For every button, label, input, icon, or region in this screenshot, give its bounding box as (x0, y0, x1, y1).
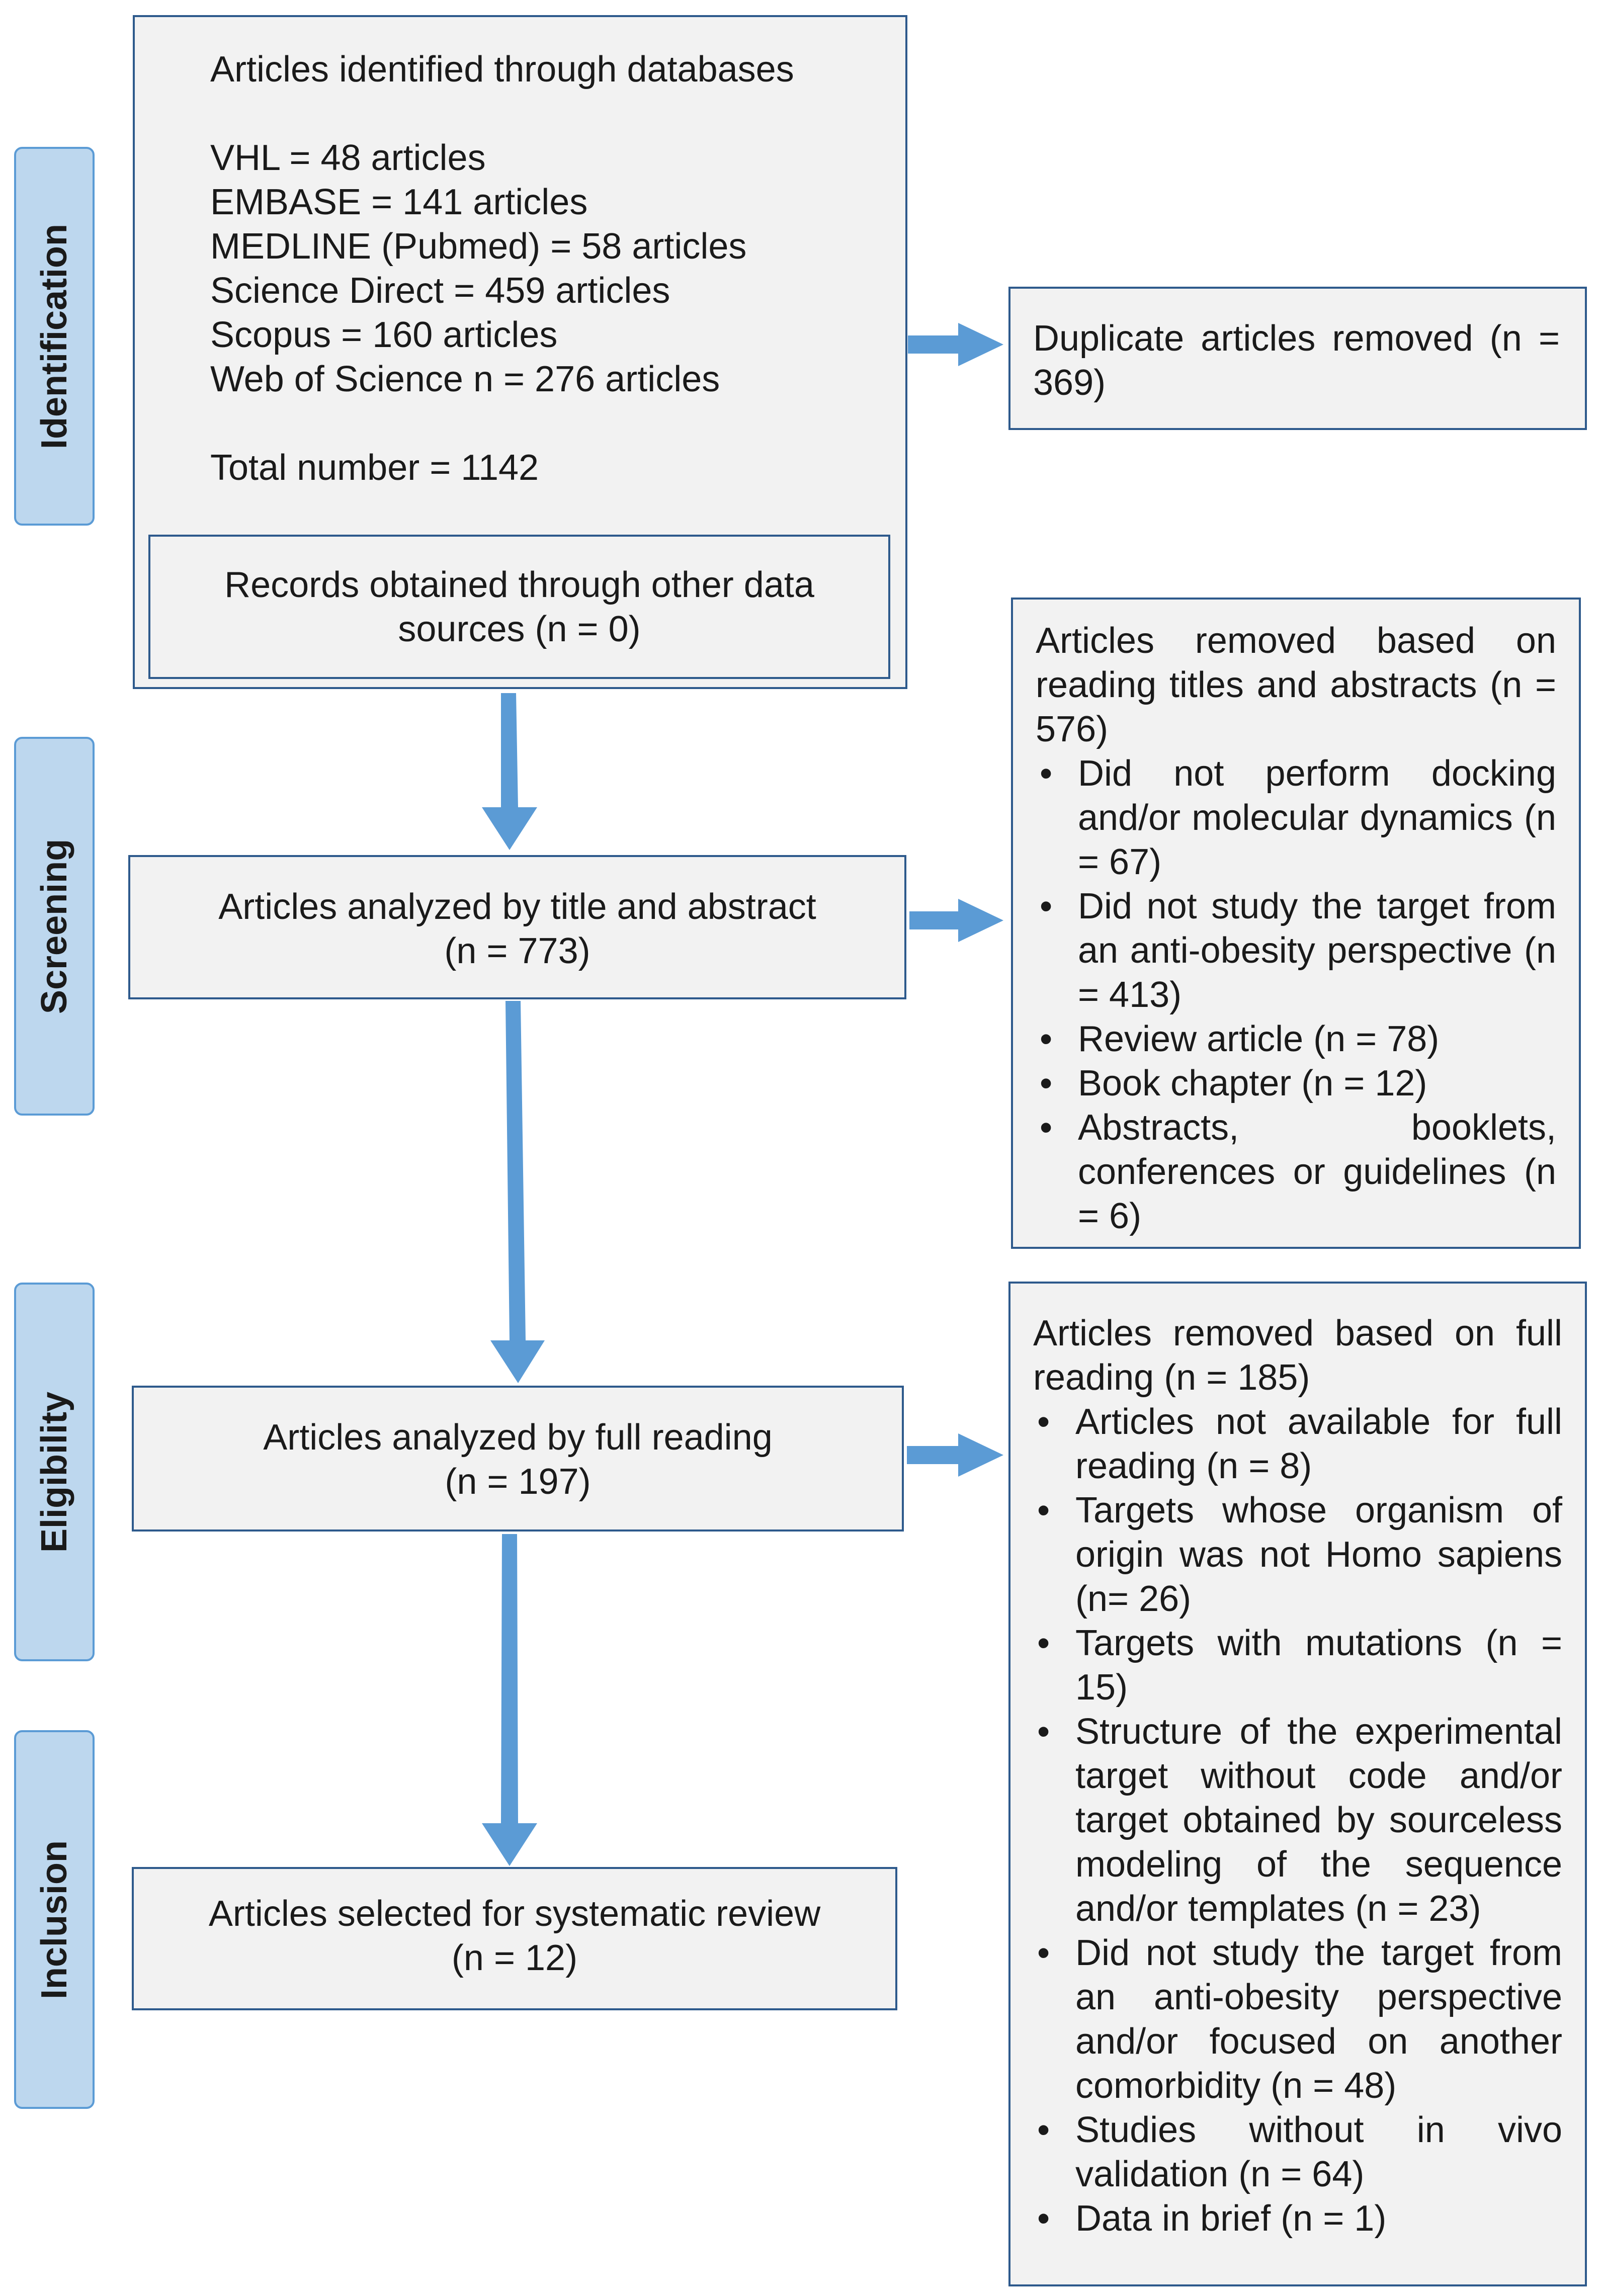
screen-removed-list: Did not perform docking and/or molecular… (1036, 751, 1556, 1238)
identified-heading: Articles identified through databases (210, 49, 794, 90)
screen-reason-docking: Did not perform docking and/or molecular… (1036, 751, 1556, 884)
identified-total: Total number = 1142 (210, 448, 539, 488)
screen-reason-anti-obesity: Did not study the target from an anti-ob… (1036, 884, 1556, 1017)
eligible-count: (n = 197) (445, 1462, 591, 1502)
source-embase: EMBASE = 141 articles (210, 182, 588, 222)
full-reason-no-in-vivo: Studies without in vivo validation (n = … (1033, 2108, 1562, 2196)
full-reason-anti-obesity: Did not study the target from an anti-ob… (1033, 1931, 1562, 2108)
screen-reason-review: Review article (n = 78) (1036, 1017, 1556, 1061)
other-sources-box: Records obtained through other data sour… (148, 535, 890, 679)
full-reason-organism: Targets whose organism of origin was not… (1033, 1488, 1562, 1621)
stage-screening: Screening (14, 737, 95, 1116)
screen-removed-heading: Articles removed based on reading titles… (1036, 621, 1556, 749)
full-removed-heading: Articles removed based on full reading (… (1033, 1313, 1562, 1398)
full-reason-data-in-brief: Data in brief (n = 1) (1033, 2196, 1562, 2241)
full-removed-list: Articles not available for full reading … (1033, 1400, 1562, 2241)
arrow-eligibility-to-inclusion (482, 1534, 537, 1866)
arrow-to-duplicates (908, 323, 1003, 366)
source-scopus: Scopus = 160 articles (210, 315, 558, 355)
screened-count: (n = 773) (444, 931, 590, 971)
arrow-to-full-removed (907, 1433, 1003, 1477)
eligible-label: Articles analyzed by full reading (263, 1417, 773, 1458)
screened-label: Articles analyzed by title and abstract (218, 887, 816, 927)
full-reason-not-available: Articles not available for full reading … (1033, 1400, 1562, 1488)
eligible-box: Articles analyzed by full reading (n = 1… (132, 1386, 904, 1532)
included-count: (n = 12) (451, 1938, 578, 1978)
source-medline: MEDLINE (Pubmed) = 58 articles (210, 226, 747, 267)
arrow-to-screen-removed (909, 899, 1003, 942)
arrow-screening-to-eligibility (490, 1001, 545, 1383)
other-sources-text: Records obtained through other data sour… (224, 565, 814, 649)
arrow-identification-to-screening (482, 693, 537, 850)
screen-reason-book-chapter: Book chapter (n = 12) (1036, 1061, 1556, 1106)
stage-eligibility: Eligibility (14, 1283, 95, 1661)
source-vhl: VHL = 48 articles (210, 138, 486, 178)
screen-reason-abstracts: Abstracts, booklets, conferences or guid… (1036, 1106, 1556, 1238)
full-reason-structure: Structure of the experimental target wit… (1033, 1710, 1562, 1931)
duplicates-text: Duplicate articles removed (n = 369) (1033, 318, 1560, 403)
screened-box: Articles analyzed by title and abstract … (128, 855, 906, 999)
included-box: Articles selected for systematic review … (132, 1867, 897, 2010)
full-removed-box: Articles removed based on full reading (… (1008, 1282, 1587, 2286)
full-reason-mutations: Targets with mutations (n = 15) (1033, 1621, 1562, 1710)
source-science-direct: Science Direct = 459 articles (210, 271, 670, 311)
source-web-of-science: Web of Science n = 276 articles (210, 359, 720, 399)
duplicates-box: Duplicate articles removed (n = 369) (1008, 287, 1587, 430)
stage-identification: Identification (14, 147, 95, 526)
included-label: Articles selected for systematic review (208, 1894, 821, 1934)
stage-inclusion: Inclusion (14, 1730, 95, 2109)
screen-removed-box: Articles removed based on reading titles… (1011, 598, 1581, 1249)
